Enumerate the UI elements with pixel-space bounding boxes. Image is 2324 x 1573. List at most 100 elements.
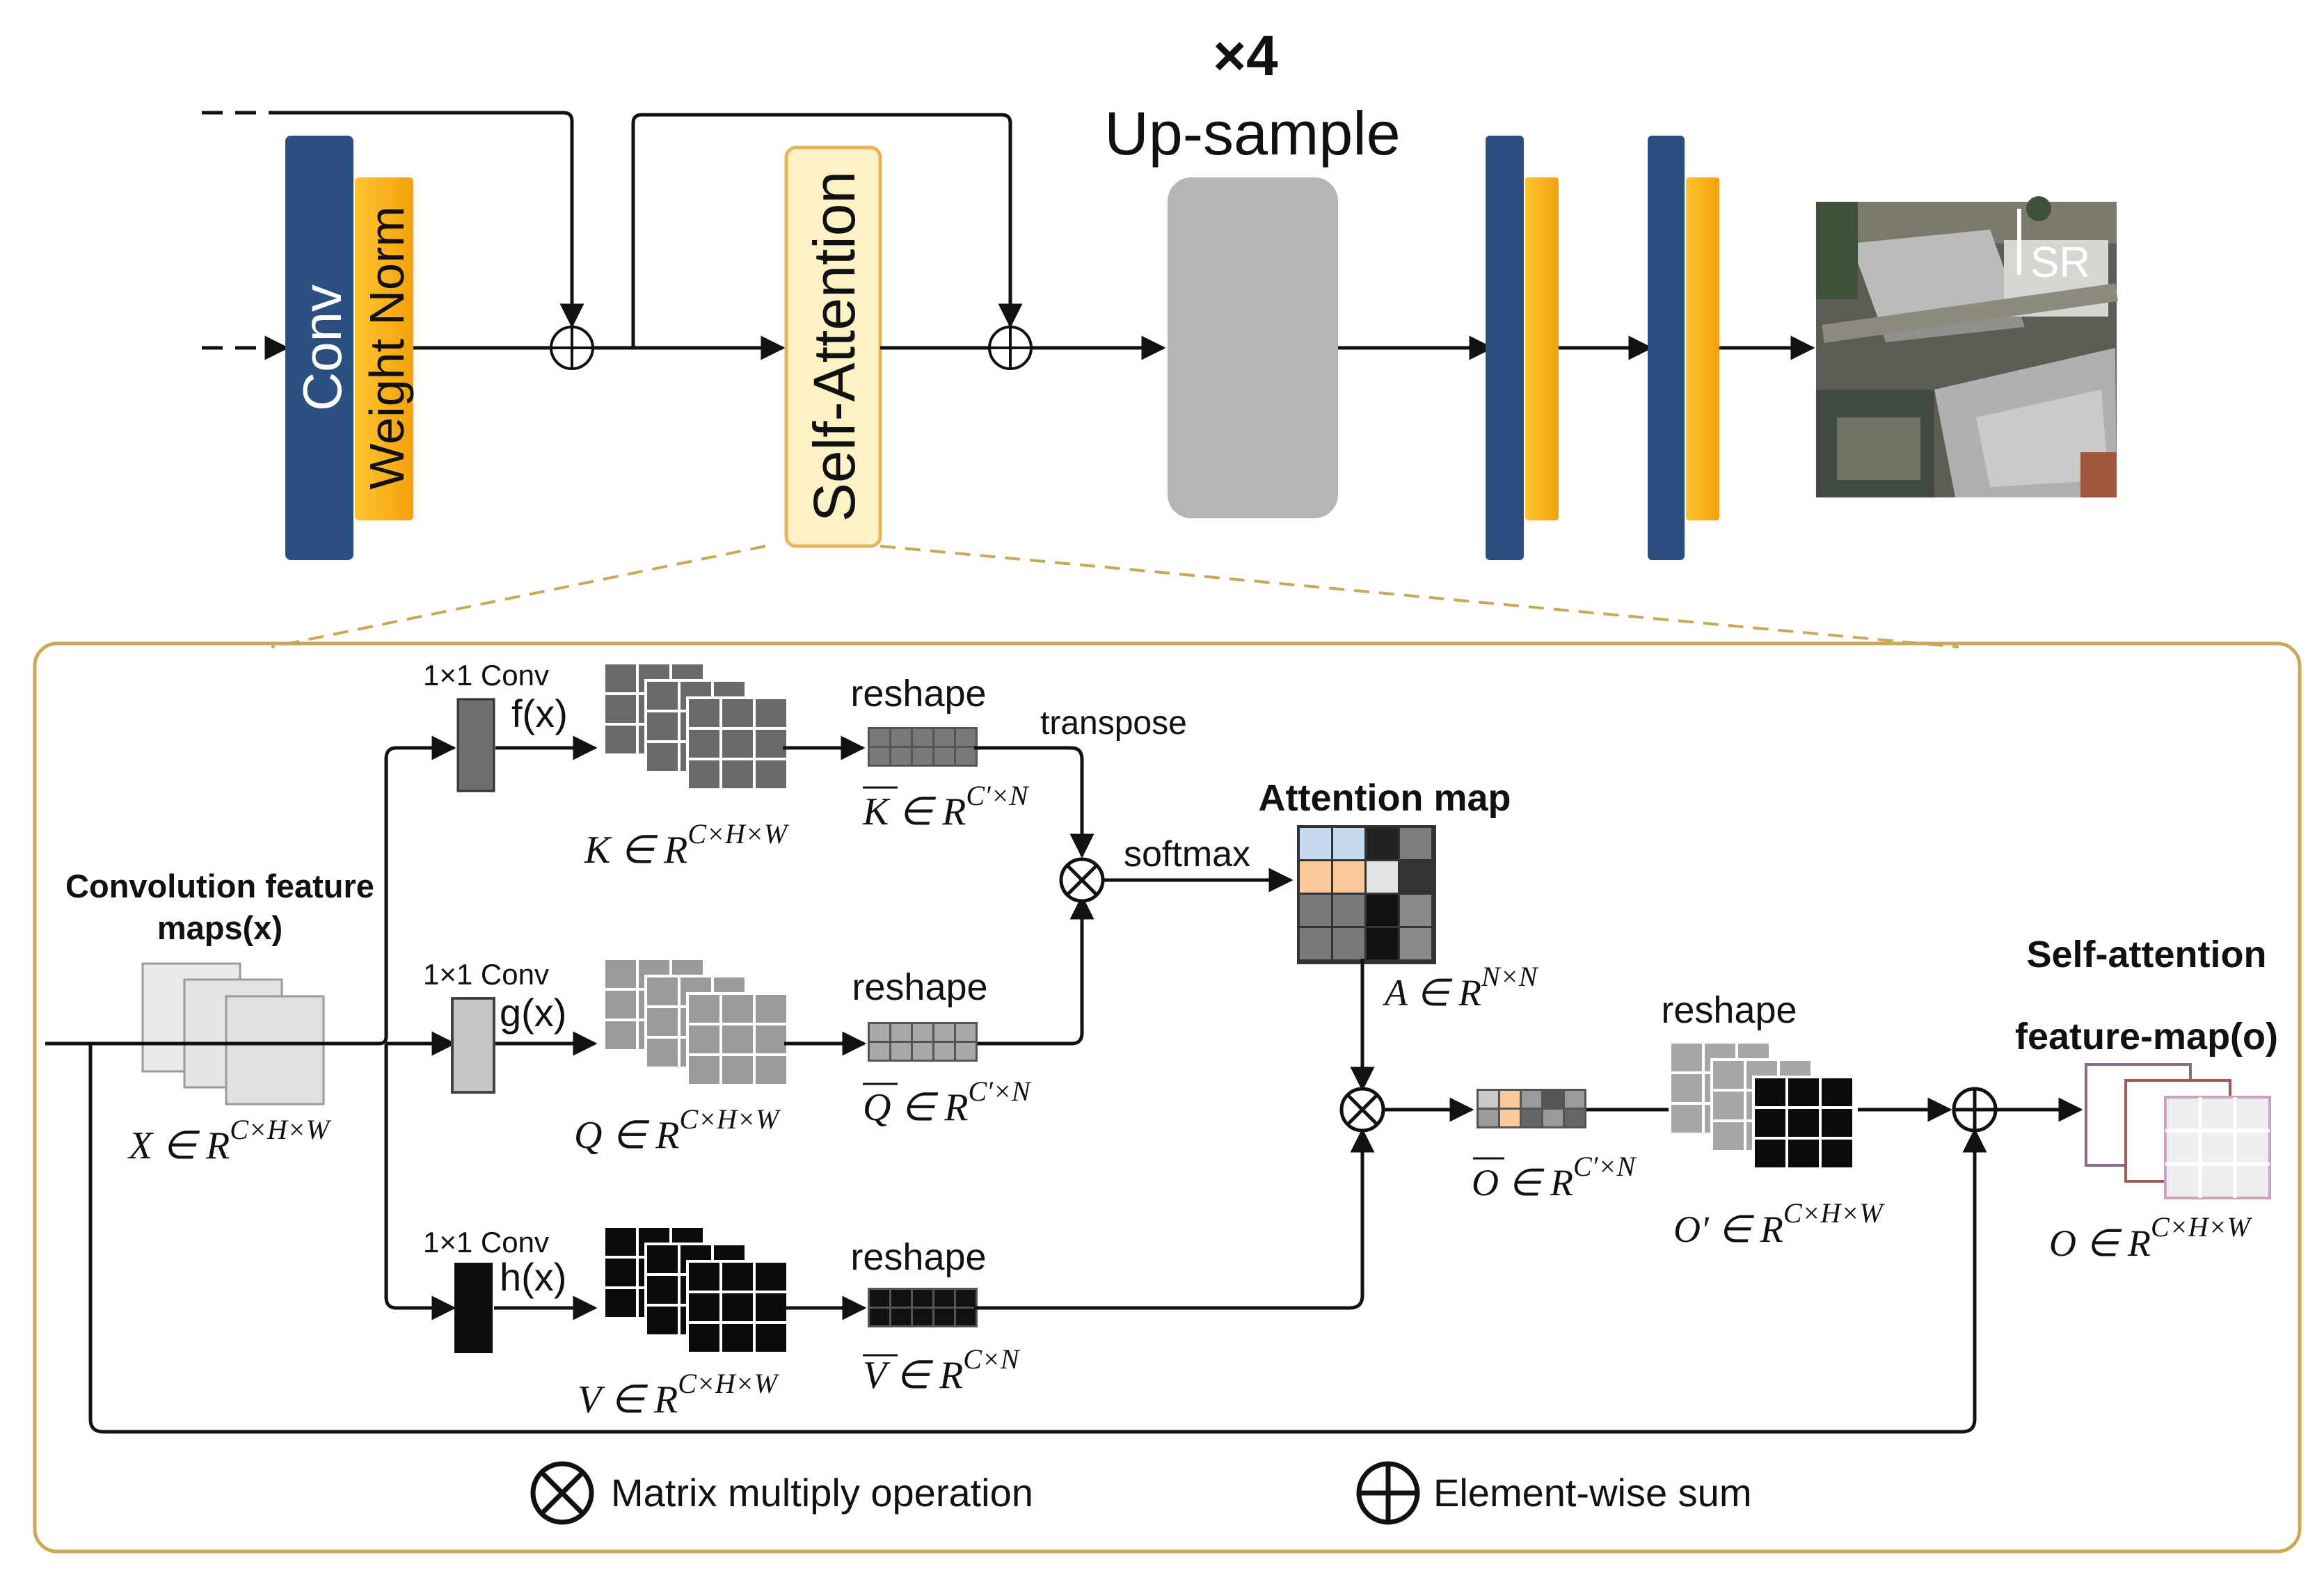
q-bar-formula: Q ∈ RC′×N: [863, 1076, 1032, 1129]
grid-cell: [934, 748, 954, 765]
legend-multiply-label: Matrix multiply operation: [611, 1471, 1033, 1515]
grid-cell: [913, 748, 932, 765]
output-feature-maps: [2085, 1063, 2271, 1199]
upsample-label: Up-sample: [1104, 99, 1400, 168]
grid-cell: [1522, 1091, 1541, 1108]
v-formula: V ∈ RC×H×W: [578, 1368, 780, 1421]
grid-cell: [605, 1259, 636, 1286]
grid-cell: [1367, 828, 1398, 859]
grid-cell: [891, 1290, 911, 1307]
matrix-multiply-icon: [1059, 857, 1105, 903]
grid-cell: [891, 1309, 911, 1325]
grid-cell: [870, 1290, 889, 1307]
grid-cell: [689, 995, 719, 1023]
grid-cell: [1522, 1110, 1541, 1126]
grid-cell: [934, 1290, 954, 1307]
grid-cell: [605, 1228, 636, 1256]
grid-cell: [913, 1043, 932, 1060]
grid-cell: [1788, 1140, 1819, 1167]
grid-cell: [1543, 1091, 1563, 1108]
weight-norm-label: Weight Norm: [360, 206, 414, 489]
conv-g-block: [451, 997, 495, 1094]
weight-norm-block-3: [1686, 177, 1719, 520]
grid-cell: [1400, 828, 1431, 859]
grid-cell: [934, 1309, 954, 1325]
grid-cell: [1333, 928, 1364, 959]
reshape-v-label: reshape: [850, 1236, 986, 1278]
grid-cell: [1755, 1140, 1785, 1167]
o-reshape-label: reshape: [1661, 989, 1797, 1031]
self-attention-detail-panel: [33, 641, 2302, 1554]
grid-cell: [1479, 1091, 1498, 1108]
grid-cell: [934, 729, 954, 746]
tensor-q: [603, 957, 790, 1087]
grid-cell: [913, 729, 932, 746]
f-label: f(x): [511, 692, 568, 735]
grid-cell: [891, 729, 911, 746]
grid-cell: [1400, 861, 1431, 893]
grid-cell: [722, 995, 753, 1023]
grid-cell: [756, 1324, 786, 1352]
conv-block-2: [1486, 136, 1524, 560]
grid-cell: [756, 995, 786, 1023]
grid-cell: [605, 960, 636, 988]
grid-cell: [1822, 1109, 1852, 1137]
grid-cell: [870, 729, 889, 746]
grid-cell: [1300, 928, 1331, 959]
attention-map: [1297, 825, 1436, 964]
grid-cell: [605, 695, 636, 723]
grid-cell: [870, 1043, 889, 1060]
grid-cell: [722, 699, 753, 727]
grid-cell: [913, 1290, 932, 1307]
h-label: h(x): [500, 1255, 566, 1299]
grid-cell: [647, 712, 678, 740]
grid-cell: [956, 1024, 976, 1041]
grid-cell: [647, 682, 678, 710]
conv-g-label: 1×1 Conv: [423, 958, 549, 991]
legend: Matrix multiply operation Element-wise s…: [530, 1461, 1751, 1525]
weight-norm-block-2: [1525, 177, 1559, 520]
grid-cell: [1671, 1044, 1702, 1071]
o-bar-row: [1477, 1089, 1586, 1128]
grid-cell: [689, 760, 719, 788]
reshape-q-label: reshape: [852, 966, 987, 1008]
grid-cell: [1500, 1110, 1520, 1126]
grid-cell: [1500, 1091, 1520, 1108]
grid-cell: [956, 729, 976, 746]
self-attention-detail: Convolution feature maps(x) X ∈ RC×H×W 1…: [45, 659, 2278, 1434]
matrix-multiply-icon: [530, 1461, 594, 1525]
grid-cell: [891, 1024, 911, 1041]
grid-cell: [647, 1276, 678, 1304]
grid-cell: [1713, 1061, 1744, 1089]
grid-cell: [689, 730, 719, 758]
grid-cell: [647, 1307, 678, 1334]
attention-formula: A ∈ RN×N: [1383, 961, 1539, 1014]
grid-cell: [913, 1309, 932, 1325]
input-feature-maps: [141, 962, 325, 1105]
reshape-k-label: reshape: [850, 673, 986, 714]
grid-cell: [647, 1039, 678, 1067]
grid-cell: [689, 1056, 719, 1084]
self-attention-label: Self-Attention: [802, 171, 867, 522]
conv-label: Conv: [292, 285, 353, 411]
sr-label: SR: [2030, 239, 2090, 287]
grid-cell: [956, 1309, 976, 1325]
attention-map-title: Attention map: [1259, 777, 1511, 819]
grid-cell: [1713, 1122, 1744, 1150]
grid-cell: [1822, 1078, 1852, 1106]
tensor-v: [603, 1225, 790, 1355]
element-wise-sum-icon: [1952, 1087, 1998, 1133]
grid-cell: [1479, 1110, 1498, 1126]
grid-cell: [934, 1043, 954, 1060]
conv-h-block: [454, 1263, 493, 1353]
grid-cell: [913, 1024, 932, 1041]
grid-cell: [722, 730, 753, 758]
grid-cell: [647, 743, 678, 771]
grid-cell: [689, 1293, 719, 1321]
grid-cell: [756, 730, 786, 758]
conv-block-3: [1648, 136, 1685, 560]
softmax-label: softmax: [1124, 834, 1250, 875]
sr-output-image: SR: [1816, 196, 2118, 497]
grid-cell: [1300, 828, 1331, 859]
